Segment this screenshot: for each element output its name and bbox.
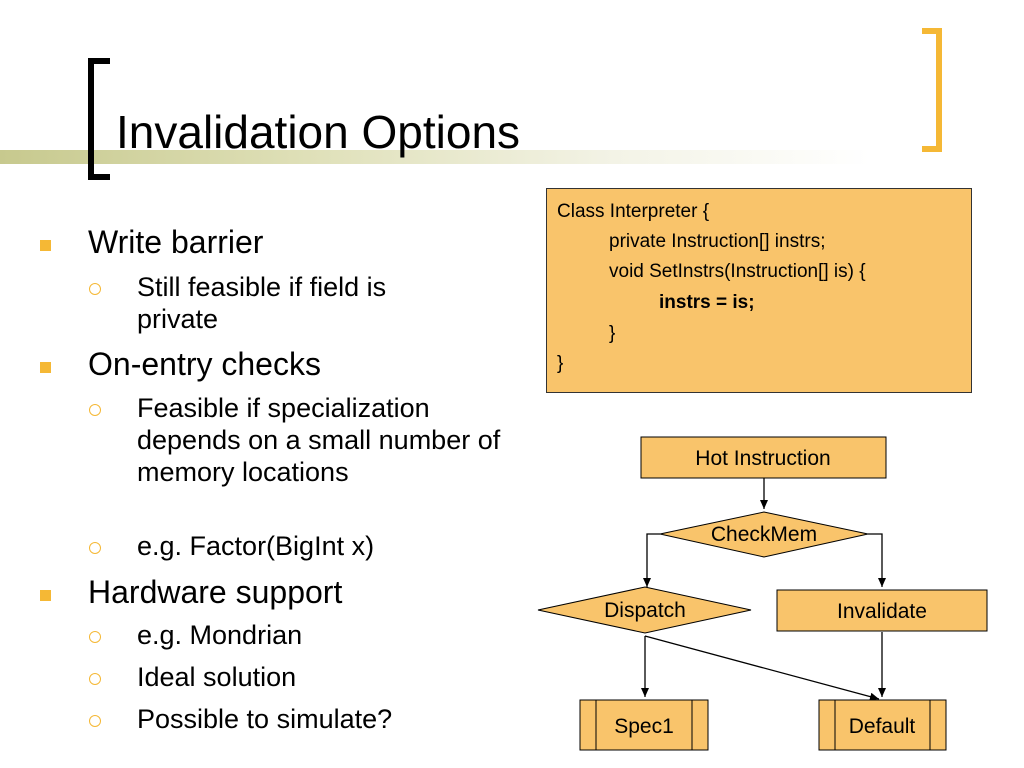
bullet-circle-icon xyxy=(89,542,101,554)
bullet-square-icon xyxy=(40,590,51,601)
bullet-hardware-support: Hardware support xyxy=(88,574,343,610)
title-band xyxy=(0,150,1024,164)
node-dispatch xyxy=(537,586,752,634)
bullet-square-icon xyxy=(40,362,51,373)
code-line-class-close: } xyxy=(557,353,564,374)
node-hot-instruction-label: Hot Instruction xyxy=(695,447,830,470)
sub-bullet-factor: e.g. Factor(BigInt x) xyxy=(137,531,375,561)
bullet-write-barrier: Write barrier xyxy=(88,224,264,260)
node-spec1 xyxy=(579,699,709,751)
sub-bullet-feasible-if-specialization: Feasible if specialization depends on a … xyxy=(137,393,501,487)
code-line-class: Class Interpreter { xyxy=(557,201,710,222)
code-line-method: void SetInstrs(Instruction[] is) { xyxy=(609,261,866,282)
slide-title: Invalidation Options xyxy=(116,106,521,158)
arrow-dispatch-to-default xyxy=(644,635,880,701)
code-line-method-close: } xyxy=(609,323,616,344)
node-invalidate-label: Invalidate xyxy=(837,600,927,623)
left-bracket xyxy=(88,58,110,180)
node-default-label: Default xyxy=(849,715,916,738)
bullet-circle-icon xyxy=(89,283,101,295)
bullet-circle-icon xyxy=(89,404,101,416)
sub-bullet-still-feasible: Still feasible if field is private xyxy=(137,272,387,334)
code-line-field: private Instruction[] instrs; xyxy=(609,231,826,252)
right-bracket xyxy=(922,28,942,152)
bullet-square-icon xyxy=(40,240,51,251)
node-checkmem xyxy=(659,511,869,558)
node-hot-instruction xyxy=(640,436,887,479)
node-invalidate xyxy=(776,589,988,632)
sub-bullet-ideal-solution: Ideal solution xyxy=(137,662,297,692)
node-spec1-label: Spec1 xyxy=(614,715,674,738)
sub-bullet-mondrian: e.g. Mondrian xyxy=(137,620,303,650)
code-line-assignment: instrs = is; xyxy=(659,292,755,313)
sub-bullet-possible-to-simulate: Possible to simulate? xyxy=(137,704,393,734)
code-box: Class Interpreter { private Instruction[… xyxy=(546,188,972,393)
node-checkmem-label: CheckMem xyxy=(711,523,817,546)
node-dispatch-label: Dispatch xyxy=(604,599,686,622)
bullet-on-entry-checks: On-entry checks xyxy=(88,346,321,382)
node-default xyxy=(818,699,947,751)
bullet-circle-icon xyxy=(89,631,101,643)
bullet-circle-icon xyxy=(89,715,101,727)
arrow-checkmem-to-dispatch xyxy=(643,533,660,587)
bullet-circle-icon xyxy=(89,673,101,685)
arrow-checkmem-to-invalidate xyxy=(868,533,886,587)
